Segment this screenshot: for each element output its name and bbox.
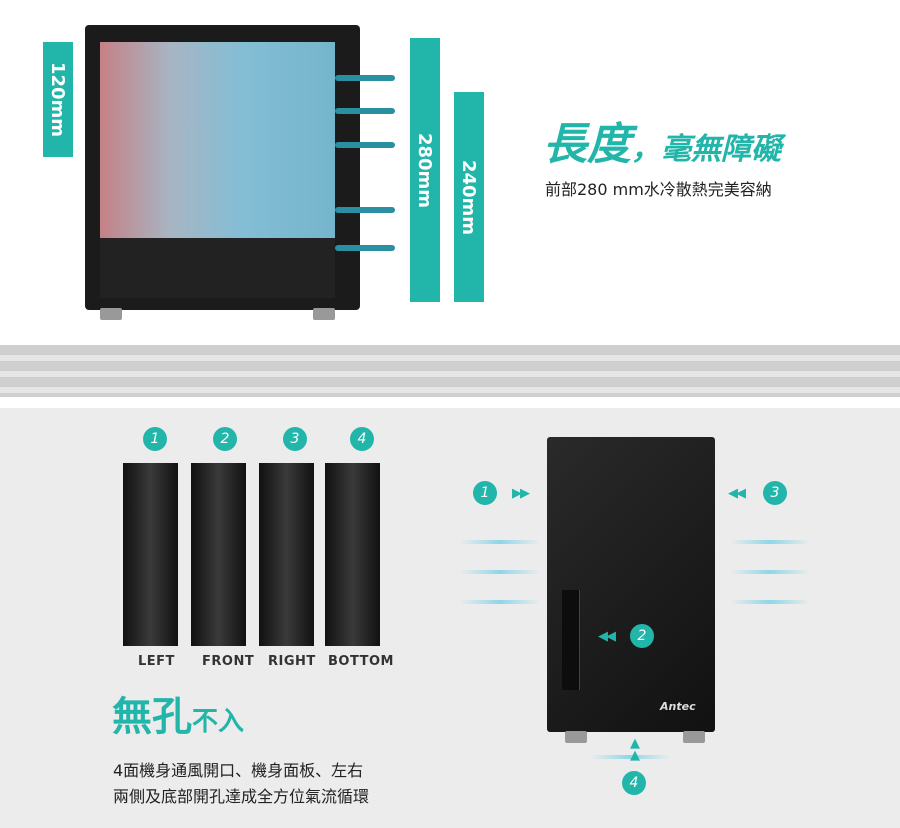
marker-bottom: 4 xyxy=(622,771,646,795)
panel-label-right: RIGHT xyxy=(268,654,316,669)
airflow-icon xyxy=(460,540,540,544)
airflow-icon xyxy=(730,570,810,574)
airflow-arrow-icon xyxy=(335,75,395,81)
description-line: 4面機身通風開口、機身面板、左右 xyxy=(113,761,364,780)
panel-label-bottom: BOTTOM xyxy=(328,654,394,669)
dimension-240mm: 240mm xyxy=(454,92,484,302)
subtitle: 前部280 mm水冷散熱完美容納 xyxy=(545,180,772,199)
dimension-120mm: 120mm xyxy=(43,42,73,157)
panel-number: 3 xyxy=(283,427,307,451)
heading-rest: 不入 xyxy=(192,707,245,737)
front-panel-image xyxy=(191,463,246,646)
airflow-icon xyxy=(460,570,540,574)
panel-number: 1 xyxy=(143,427,167,451)
bottom-panel-image xyxy=(325,463,380,646)
dimension-label: 120mm xyxy=(47,61,69,138)
dimension-280mm: 280mm xyxy=(410,38,440,302)
panel-number: 4 xyxy=(350,427,374,451)
panel-label-front: FRONT xyxy=(202,654,255,669)
right-panel-image xyxy=(259,463,314,646)
dimension-label: 280mm xyxy=(414,132,436,208)
arrow-left-icon: ◀◀ xyxy=(598,629,616,644)
airflow-icon xyxy=(590,755,670,759)
left-panel-image xyxy=(123,463,178,646)
airflow-arrow-icon xyxy=(335,142,395,148)
panel-number: 2 xyxy=(213,427,237,451)
description-line: 兩側及底部開孔達成全方位氣流循環 xyxy=(113,787,370,806)
case-foot xyxy=(100,308,122,320)
marker-right: 3 xyxy=(763,481,787,505)
case-foot xyxy=(683,731,705,743)
brand-logo: Antec xyxy=(660,700,696,713)
airflow-icon xyxy=(730,600,810,604)
marker-front: 2 xyxy=(630,624,654,648)
heading-comma: ， xyxy=(631,132,661,167)
heading-length: 長度，毫無障礙 xyxy=(543,108,781,172)
airflow-icon xyxy=(460,600,540,604)
airflow-arrow-icon xyxy=(335,245,395,251)
airflow-arrow-icon xyxy=(335,207,395,213)
heading-rest: 毫無障礙 xyxy=(661,132,781,167)
case-foot xyxy=(313,308,335,320)
arrow-right-icon: ▶▶ xyxy=(512,486,530,501)
heading-ventilation: 無孔不入 xyxy=(112,684,244,742)
case-foot xyxy=(565,731,587,743)
panel-label-left: LEFT xyxy=(138,654,175,669)
airflow-arrow-icon xyxy=(335,108,395,114)
front-vent xyxy=(562,590,580,690)
arrow-up-icon: ▲▲ xyxy=(630,736,640,763)
psu-shroud xyxy=(100,238,335,298)
arrow-left-icon: ◀◀ xyxy=(728,486,746,501)
airflow-icon xyxy=(730,540,810,544)
dimension-label: 240mm xyxy=(458,159,480,235)
heading-main: 長度 xyxy=(543,119,631,170)
heading-main: 無孔 xyxy=(112,694,192,740)
divider-stripes xyxy=(0,345,900,397)
marker-left: 1 xyxy=(473,481,497,505)
